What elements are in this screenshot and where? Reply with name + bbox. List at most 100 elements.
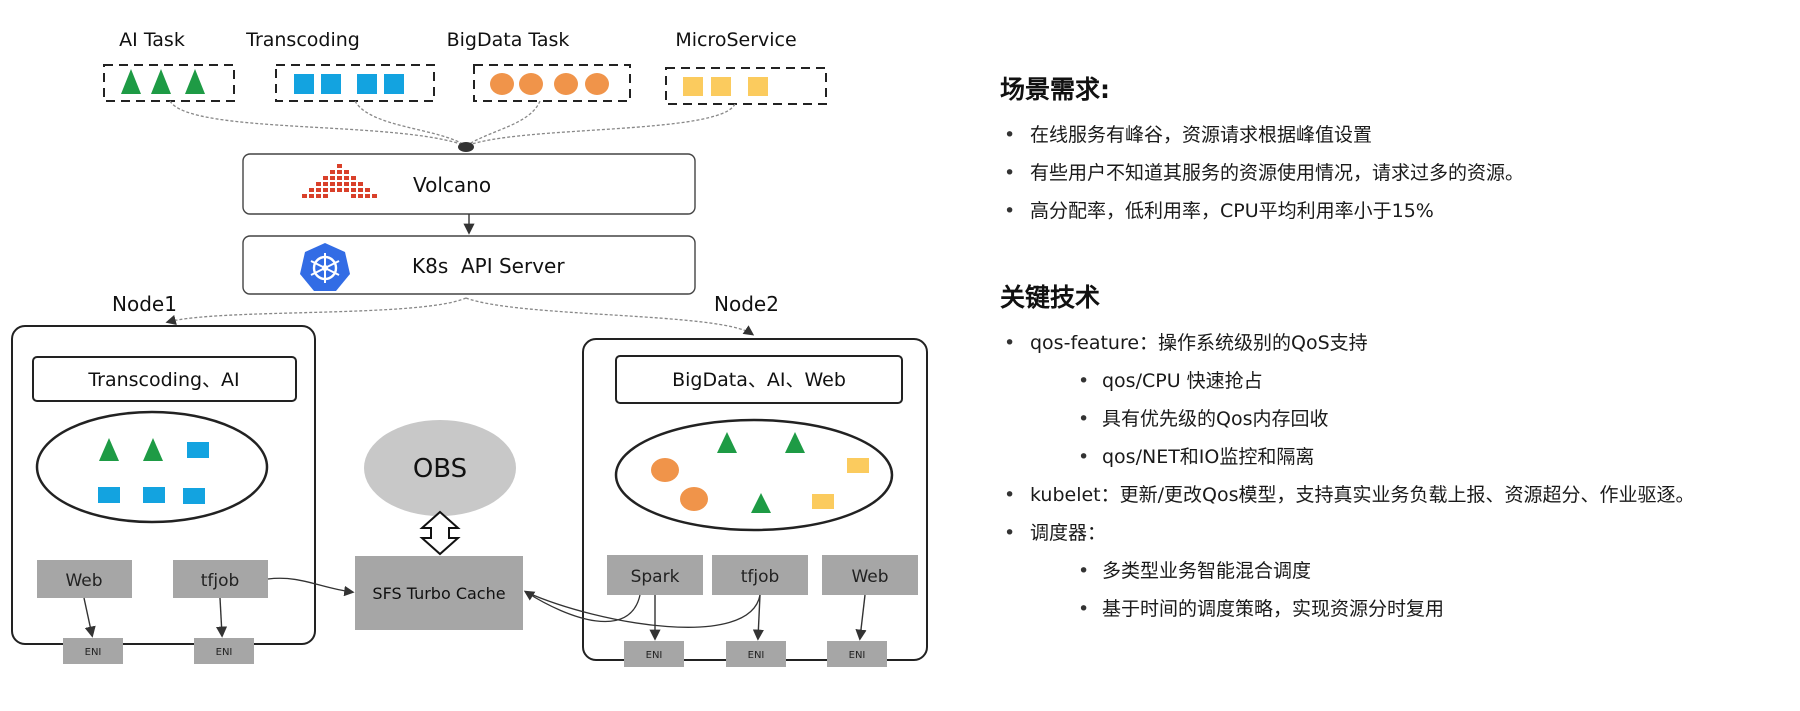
bigdata-circle [490, 73, 514, 95]
transcoding-square [357, 74, 377, 94]
microservice-square [683, 77, 703, 96]
node1-container: Transcoding、AI Web tfjob [11, 325, 316, 645]
sfs-turbo-cache-box [355, 556, 523, 630]
microservice-square [812, 494, 834, 509]
scenario-item: 高分配率，低利用率，CPU平均利用率小于15% [1000, 192, 1780, 230]
sfs-turbo-cache-label: SFS Turbo Cache [372, 584, 505, 603]
k8s-api-server-box: K8s API Server [242, 235, 696, 295]
node1-eni [63, 638, 123, 664]
task-group-ai [103, 64, 235, 102]
scenario-item: 有些用户不知道其服务的资源使用情况，请求过多的资源。 [1000, 154, 1780, 192]
bigdata-circle [519, 73, 543, 95]
transcoding-square [187, 442, 209, 458]
tech-sub-item: 具有优先级的Qos内存回收 [1000, 400, 1780, 438]
task-label-microservice: MicroService [675, 29, 796, 51]
scenario-section: 场景需求: 在线服务有峰谷，资源请求根据峰值设置 有些用户不知道其服务的资源使用… [1000, 70, 1780, 230]
node2-eni-label: ENI [646, 650, 663, 661]
ai-task-triangle [785, 432, 805, 453]
architecture-diagram: AI Task Transcoding BigData Task MicroSe… [11, 29, 928, 667]
task-group-microservice [665, 67, 827, 105]
ai-task-triangle [99, 438, 119, 461]
task-label-ai: AI Task [119, 29, 185, 51]
ai-task-triangle [717, 432, 737, 453]
scenario-list: 在线服务有峰谷，资源请求根据峰值设置 有些用户不知道其服务的资源使用情况，请求过… [1000, 116, 1780, 230]
task-group-transcoding [275, 64, 435, 102]
ai-task-triangle [143, 438, 163, 461]
ai-task-triangle [751, 493, 771, 513]
node2-eni-label: ENI [748, 650, 765, 661]
microservice-square [711, 77, 731, 96]
task-label-bigdata: BigData Task [447, 29, 570, 51]
k8s-label: K8s API Server [412, 254, 565, 278]
k8s-to-node-connectors [165, 297, 755, 336]
node1-eni-label: ENI [85, 647, 102, 658]
node2-to-sfs-connectors [523, 590, 761, 628]
obs-storage [364, 420, 516, 516]
ai-task-triangle [185, 69, 205, 94]
node1-label: Node1 [112, 292, 177, 316]
transcoding-square [143, 487, 165, 503]
transcoding-square [183, 488, 205, 504]
ai-task-triangle [151, 69, 171, 94]
node1-tfjob-to-sfs-connector [267, 577, 355, 597]
node1-workload-pool [35, 410, 269, 524]
bigdata-circle [651, 458, 679, 482]
bigdata-circle [585, 73, 609, 95]
node2-pod-tfjob-label: tfjob [741, 567, 780, 587]
node2-label: Node2 [714, 292, 779, 316]
microservice-square [748, 77, 768, 96]
tech-item-kubelet: kubelet：更新/更改Qos模型，支持真实业务负载上报、资源超分、作业驱逐。 [1000, 476, 1780, 514]
tech-title: 关键技术 [1000, 283, 1101, 312]
node2-pod-spark-label: Spark [631, 567, 680, 587]
task-group-bigdata [473, 64, 631, 102]
node2-eni [624, 641, 684, 667]
tech-sub-item: qos/NET和IO监控和隔离 [1000, 438, 1780, 476]
node2-header-box [615, 355, 903, 404]
node1-pod-tfjob [173, 560, 268, 598]
node1-eni-label: ENI [216, 647, 233, 658]
node2-container: BigData、AI、Web Spark tfjob Web [582, 338, 928, 661]
task-merge-connectors [169, 100, 736, 147]
tech-section: 关键技术 qos-feature：操作系统级别的QoS支持 qos/CPU 快速… [1000, 278, 1780, 628]
tech-sub-item: 基于时间的调度策略，实现资源分时复用 [1000, 590, 1780, 628]
node2-pod-web-label: Web [851, 567, 888, 587]
text-panel: 场景需求: 在线服务有峰谷，资源请求根据峰值设置 有些用户不知道其服务的资源使用… [1000, 70, 1780, 676]
node2-eni [726, 641, 786, 667]
node2-eni [827, 641, 887, 667]
kubernetes-logo-icon [300, 243, 350, 291]
task-label-transcoding: Transcoding [245, 29, 360, 51]
merge-point [458, 142, 474, 152]
node1-pod-web-label: Web [65, 571, 102, 591]
volcano-box: Volcano [242, 153, 696, 215]
scenario-item: 在线服务有峰谷，资源请求根据峰值设置 [1000, 116, 1780, 154]
transcoding-square [384, 74, 404, 94]
tech-sub-item: qos/CPU 快速抢占 [1000, 362, 1780, 400]
transcoding-square [98, 487, 120, 503]
node1-pod-web [37, 560, 132, 598]
node2-pod-tfjob [712, 555, 808, 595]
ai-task-triangle [121, 69, 141, 94]
scenario-title: 场景需求: [1000, 75, 1110, 104]
volcano-logo-icon [302, 164, 377, 198]
node1-header-box [32, 356, 297, 402]
tech-item-qos-feature: qos-feature：操作系统级别的QoS支持 [1000, 324, 1780, 362]
node1-eni [194, 638, 254, 664]
bigdata-circle [680, 487, 708, 511]
tech-list: qos-feature：操作系统级别的QoS支持 qos/CPU 快速抢占 具有… [1000, 324, 1780, 628]
node1-header-label: Transcoding、AI [87, 369, 239, 391]
transcoding-square [321, 74, 341, 94]
node2-header-label: BigData、AI、Web [672, 369, 846, 391]
node2-eni-label: ENI [849, 650, 866, 661]
microservice-square [847, 458, 869, 473]
node1-pod-tfjob-label: tfjob [201, 571, 240, 591]
bidirectional-arrow-icon [419, 510, 461, 556]
node2-pod-web [822, 555, 918, 595]
tech-sub-item: 多类型业务智能混合调度 [1000, 552, 1780, 590]
bigdata-circle [554, 73, 578, 95]
volcano-label: Volcano [413, 173, 491, 197]
obs-label: OBS [413, 454, 467, 484]
node2-pod-spark [607, 555, 703, 595]
tech-item-scheduler: 调度器： [1000, 514, 1780, 552]
transcoding-square [294, 74, 314, 94]
